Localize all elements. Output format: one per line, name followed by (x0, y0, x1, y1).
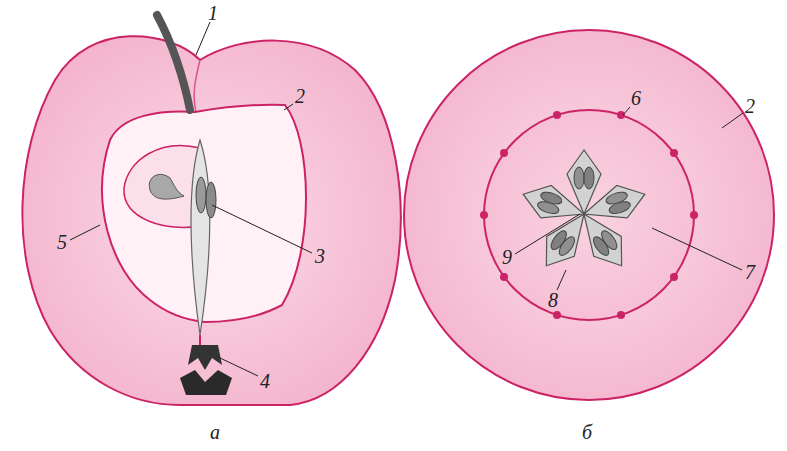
panel-letter: а (210, 422, 220, 442)
callout-number: 8 (548, 290, 558, 310)
callout-number: 4 (260, 371, 270, 391)
callout-number: 9 (502, 247, 512, 267)
callout-number: 5 (57, 232, 67, 252)
callout-number: 2 (295, 86, 305, 106)
callout-number: 6 (631, 88, 641, 108)
callout-number: 3 (315, 246, 325, 266)
callout-number: 7 (745, 262, 755, 282)
panel-letter: б (582, 422, 592, 442)
callout-number: 1 (208, 3, 218, 23)
callout-number: 2 (745, 96, 755, 116)
